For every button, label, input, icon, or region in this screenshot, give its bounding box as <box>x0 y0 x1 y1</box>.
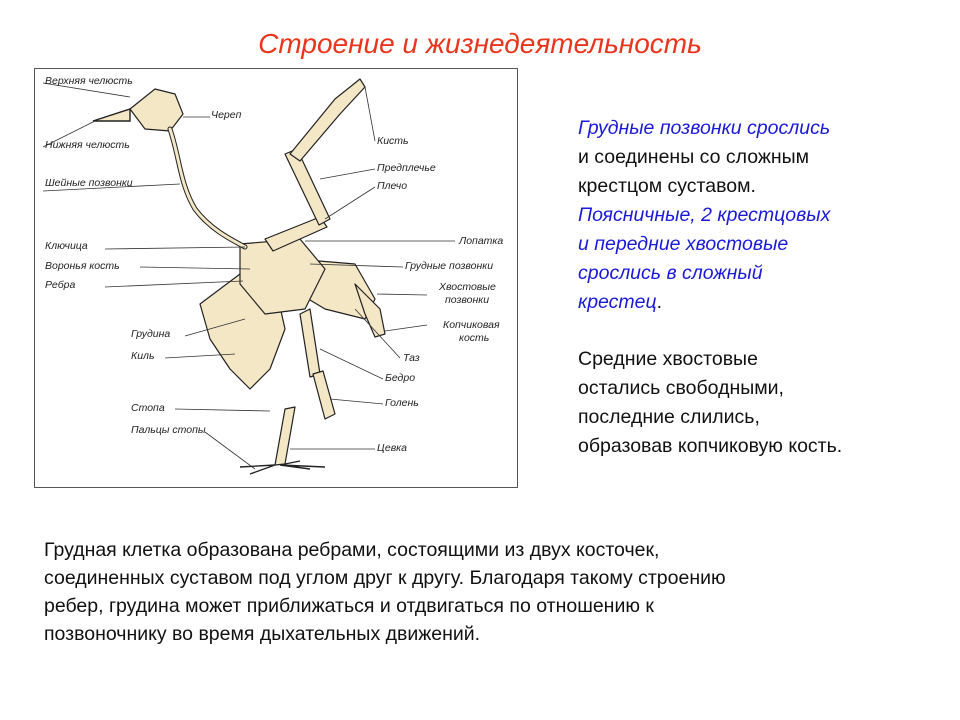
label-tibia: Голень <box>385 397 419 409</box>
text-line: Средние хвостовые <box>578 348 758 370</box>
label-upper-jaw: Верхняя челюсть <box>45 75 133 87</box>
text-line: Грудная клетка образована ребрами, состо… <box>44 539 660 561</box>
ribcage-description: Грудная клетка образована ребрами, состо… <box>44 536 924 648</box>
neck-vertebrae <box>167 126 248 250</box>
label-clavicle: Ключица <box>45 240 88 252</box>
label-keel: Киль <box>131 350 155 362</box>
label-tarsometatarsus: Цевка <box>377 442 407 454</box>
text-line: позвоночнику во время дыхательных движен… <box>44 623 481 645</box>
text-line: крестец. <box>578 288 938 317</box>
label-sternum: Грудина <box>131 328 171 340</box>
tarsus-bone <box>274 406 296 466</box>
slide-title: Строение и жизнедеятельность <box>258 28 702 59</box>
tibia-bone <box>312 370 336 420</box>
paragraph-gap <box>578 317 938 345</box>
label-ribs: Ребра <box>45 279 76 291</box>
skull-bone <box>129 88 184 132</box>
text-line: Грудные позвонки срослись <box>578 117 831 139</box>
text-line: соединенных суставом под углом друг к др… <box>44 567 726 589</box>
label-foot: Стопа <box>131 402 165 414</box>
text-line: последние слились, <box>578 406 760 428</box>
forearm-bones <box>284 148 331 226</box>
femur-bone <box>299 308 321 378</box>
text-line: ребер, грудина может приближаться и отдв… <box>44 595 654 617</box>
label-humerus: Плечо <box>377 180 408 192</box>
label-caudal-vertebrae-2: позвонки <box>445 294 490 306</box>
text-fragment: . <box>656 291 663 313</box>
hand-bones <box>289 78 366 162</box>
vertebrae-description: Грудные позвонки срослись и соединены со… <box>578 114 938 461</box>
label-cervical-vertebrae: Шейные позвонки <box>45 177 133 189</box>
label-scapula: Лопатка <box>459 235 504 247</box>
toes <box>239 464 326 475</box>
label-skull: Череп <box>211 109 242 121</box>
bird-skeleton-drawing <box>42 78 455 475</box>
beak <box>92 108 131 122</box>
text-line: Поясничные, 2 крестцовых <box>578 204 831 226</box>
label-forearm: Предплечье <box>377 162 436 174</box>
label-toes: Пальцы стопы <box>131 424 206 436</box>
text-line: и передние хвостовые <box>578 233 789 255</box>
label-coracoid: Воронья кость <box>45 260 120 272</box>
humerus-bone <box>264 216 328 252</box>
tail-bones <box>354 283 386 338</box>
text-line: срослись в сложный <box>578 262 763 284</box>
text-fragment: крестец <box>578 291 657 313</box>
label-lower-jaw: Нижняя челюсть <box>45 139 130 151</box>
label-caudal-vertebrae-1: Хвостовые <box>439 281 496 293</box>
text-line: крестцом суставом. <box>578 175 756 197</box>
label-hand: Кисть <box>377 135 409 147</box>
text-line: остались свободными, <box>578 377 784 399</box>
bird-skeleton-figure: Верхняя челюсть Нижняя челюсть Шейные по… <box>34 68 518 488</box>
text-line: образовав копчиковую кость. <box>578 435 843 457</box>
label-pygostyle-1: Копчиковая <box>443 319 500 331</box>
label-pelvis: Таз <box>403 352 420 364</box>
label-pygostyle-2: кость <box>459 332 490 344</box>
text-line: и соединены со сложным <box>578 146 810 168</box>
label-femur: Бедро <box>385 372 416 384</box>
label-thoracic-vertebrae: Грудные позвонки <box>405 260 494 272</box>
